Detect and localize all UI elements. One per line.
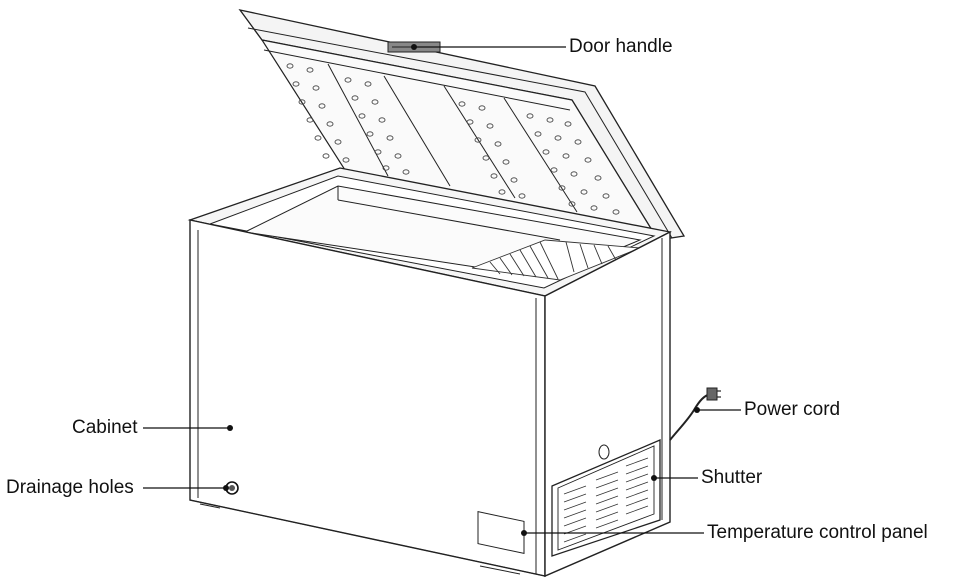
freezer-cabinet [187, 167, 721, 578]
plug-icon [706, 387, 718, 401]
temperature-control-panel [477, 510, 525, 554]
drainage-holes-label: Drainage holes [6, 477, 134, 498]
power-cord-label: Power cord [744, 399, 841, 420]
temperature-control-panel-label: Temperature control panel [707, 522, 928, 543]
freezer-lid [238, 9, 686, 241]
door-handle-label: Door handle [569, 36, 673, 57]
shutter-label: Shutter [701, 467, 763, 488]
cabinet-label: Cabinet [72, 417, 138, 438]
leader-lines [143, 44, 741, 536]
power-cord [669, 387, 721, 441]
